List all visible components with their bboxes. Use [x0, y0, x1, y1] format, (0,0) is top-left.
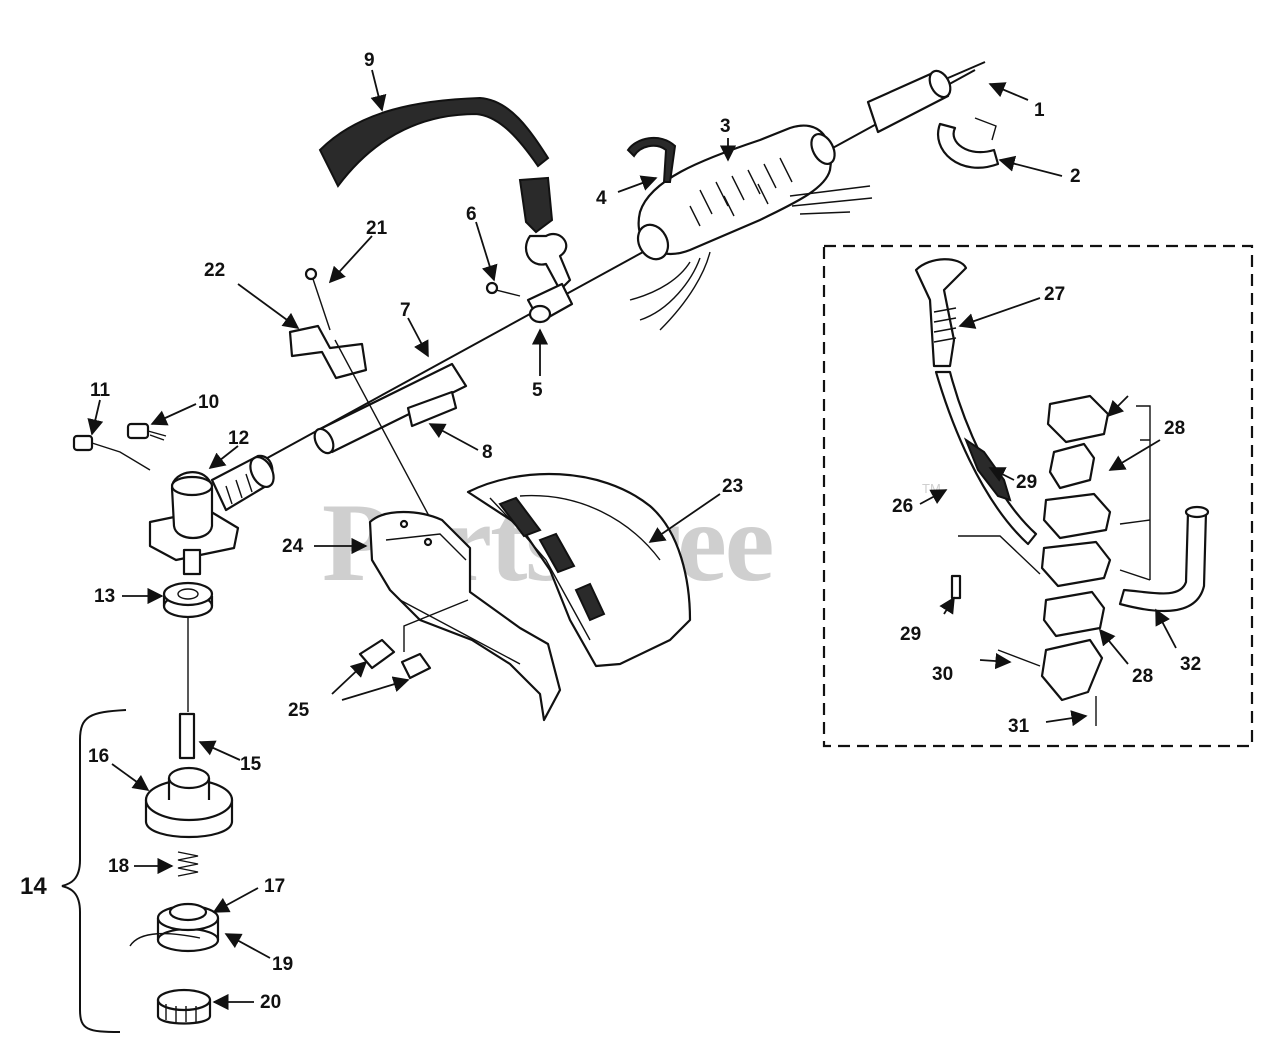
callout-13: 13 [94, 586, 115, 607]
throttle-assembly-box [822, 244, 1254, 748]
callout-28-lower: 28 [1132, 666, 1153, 687]
callout-6: 6 [466, 204, 477, 225]
part-16-housing [144, 766, 234, 839]
part-23-outer-guard [466, 472, 692, 668]
callout-9: 9 [364, 50, 375, 71]
callout-28-upper: 28 [1164, 418, 1185, 439]
group-14-brace [61, 709, 127, 1033]
callout-31: 31 [1008, 716, 1030, 737]
part-20-knob [156, 988, 212, 1025]
callout-2: 2 [1070, 166, 1081, 187]
leader-arrows [87, 69, 1177, 1011]
callout-10: 10 [198, 392, 219, 413]
part-9-strap [318, 96, 550, 188]
shaft-axis-line [259, 69, 976, 463]
part-28-bracket-lines [1119, 405, 1151, 581]
part-25-plate-a [358, 638, 396, 670]
callout-20: 20 [260, 992, 281, 1013]
part-25-plate-b [400, 652, 432, 680]
part-15-pin [178, 712, 196, 760]
callout-1: 1 [1034, 100, 1045, 121]
callout-29-upper: 29 [1016, 472, 1037, 493]
callout-7: 7 [400, 300, 411, 321]
part-18-spring [177, 851, 199, 877]
callout-25: 25 [288, 700, 310, 721]
part-6-screw-head [485, 281, 499, 295]
callout-27: 27 [1044, 284, 1065, 305]
callout-26: 26 [892, 496, 913, 517]
callout-4: 4 [596, 188, 607, 209]
part-29-screw [950, 574, 962, 600]
callout-16: 16 [88, 746, 109, 767]
part-28-clamp-stack [1040, 394, 1112, 702]
part-5-clamp [518, 176, 574, 324]
part-12-gearhead [148, 454, 275, 576]
callout-12: 12 [228, 428, 249, 449]
part-30-screw [997, 649, 1041, 667]
part-8-sleeve [406, 390, 458, 428]
callout-32: 32 [1180, 654, 1201, 675]
part-1-shaft-end [866, 61, 986, 134]
part-25-leader [403, 599, 469, 652]
callout-30: 30 [932, 664, 953, 685]
part-22-bracket [288, 324, 368, 380]
callout-19: 19 [272, 954, 293, 975]
callout-11: 11 [90, 380, 111, 401]
callout-22: 22 [204, 260, 225, 281]
part-11-screw [72, 434, 151, 471]
callout-3: 3 [720, 116, 731, 137]
part-4-ring-clip [626, 136, 677, 183]
callout-23: 23 [722, 476, 743, 497]
callout-5: 5 [532, 380, 543, 401]
callout-21: 21 [366, 218, 388, 239]
callout-8: 8 [482, 442, 493, 463]
part-21-screw [311, 275, 331, 331]
part-26-cable-tube [934, 370, 1038, 546]
part-24-guard [368, 511, 562, 722]
part-13-bearing [162, 581, 214, 619]
part-21-screw-head [304, 267, 318, 281]
part-29-spring [963, 437, 1012, 502]
callout-15: 15 [240, 754, 262, 775]
part-17-spool [129, 902, 220, 953]
callout-18: 18 [108, 856, 129, 877]
part-2-clip-tab [974, 117, 997, 141]
part-27-throttle [914, 258, 968, 368]
part-7-shaft [313, 362, 468, 455]
callout-labels: 1 2 3 4 5 6 7 8 9 10 11 12 13 14 15 16 1… [20, 50, 1201, 1013]
part-2-clip [937, 122, 1000, 169]
callout-14: 14 [20, 873, 47, 900]
part-10-screw [126, 422, 167, 441]
part-26-leader-line [958, 535, 1041, 575]
callout-24: 24 [282, 536, 304, 557]
callout-29-lower: 29 [900, 624, 921, 645]
part-32-handle [1118, 505, 1210, 613]
part-3-handle-grip [629, 124, 873, 331]
callout-17: 17 [264, 876, 285, 897]
